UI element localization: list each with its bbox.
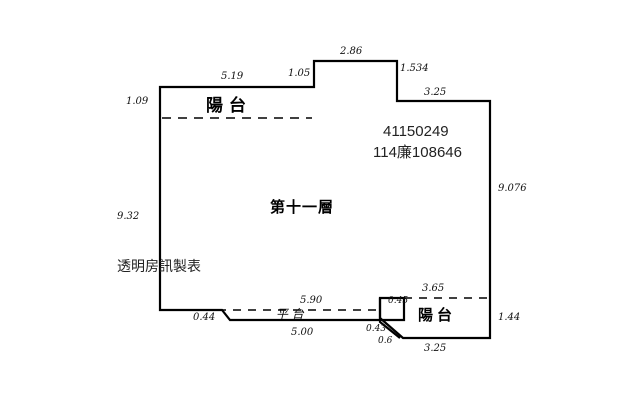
dim-bottom-corner-a: 0.43: [366, 324, 387, 334]
dim-bottom-corner-b: 0.6: [378, 336, 393, 346]
dim-left-height: 9.32: [117, 211, 140, 222]
dim-bottom-right-top-width: 3.65: [422, 283, 445, 294]
floor-label: 第十一層: [270, 198, 335, 216]
bottom-left-balcony-label: 平 台: [276, 307, 304, 321]
bottom-balcony-label: 陽台: [418, 306, 457, 324]
dim-left-upper-height: 1.09: [126, 96, 149, 107]
dim-bottom-right-height: 1.44: [498, 312, 521, 323]
dim-bottom-left-offset: 0.44: [193, 312, 216, 323]
ref-number: 41150249: [383, 123, 449, 140]
dim-right-height: 9.076: [498, 183, 527, 194]
dim-bottom-right-small: 0.45: [388, 296, 409, 306]
maker-note: 透明房訊製表: [117, 258, 201, 274]
dim-top-left-width: 5.19: [221, 71, 244, 82]
dim-bottom-right-width: 3.25: [424, 343, 447, 354]
bottom-right-balcony-outline: [378, 298, 401, 339]
dim-bottom-width: 5.00: [291, 327, 314, 338]
dim-right-notch-height: 1.534: [400, 63, 429, 74]
dim-right-step-width: 3.25: [424, 87, 447, 98]
dim-bottom-balcony-width: 5.90: [300, 295, 323, 306]
ref-code: 114廉108646: [373, 144, 462, 161]
dim-top-bump-width: 2.86: [340, 46, 363, 57]
dim-notch-width: 1.05: [288, 68, 311, 79]
top-balcony-label: 陽台: [206, 96, 252, 116]
